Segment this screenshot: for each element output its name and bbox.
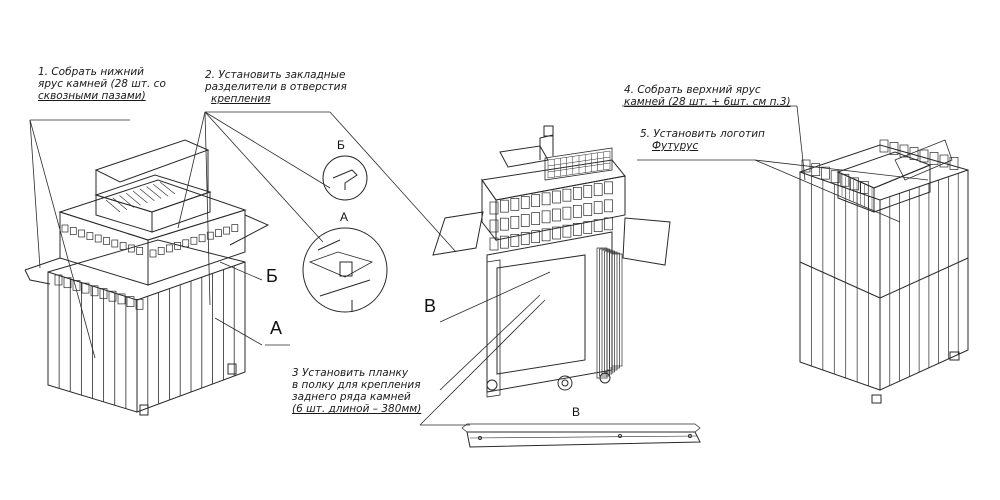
callout-v-bottom: В [572, 405, 581, 419]
step-3-note: 3 Установить планку в полку для креплени… [292, 367, 422, 415]
step-4-note: 4. Собрать верхний ярус камней (28 шт. +… [624, 84, 791, 108]
detail-circles [302, 155, 388, 313]
step-2-note: 2. Установить закладные разделители в от… [205, 69, 347, 105]
right-heater-assembly [799, 139, 969, 404]
left-leaders [29, 111, 457, 359]
callout-b-left: Б [266, 266, 278, 286]
center-leaders [419, 271, 551, 426]
step-5-note: 5. Установить логотип Футурус [640, 128, 765, 152]
center-heater-assembly [432, 125, 671, 398]
step-1-note: 1. Собрать нижний ярус камней (28 шт. со… [38, 66, 166, 102]
callout-a-detail: А [340, 210, 349, 224]
left-heater-assembly [24, 139, 270, 416]
callout-v-center: В [424, 296, 437, 316]
callout-a-left: А [270, 318, 283, 338]
right-leaders [622, 105, 929, 223]
strip-v [461, 423, 701, 448]
callout-b-detail: Б [337, 138, 345, 152]
